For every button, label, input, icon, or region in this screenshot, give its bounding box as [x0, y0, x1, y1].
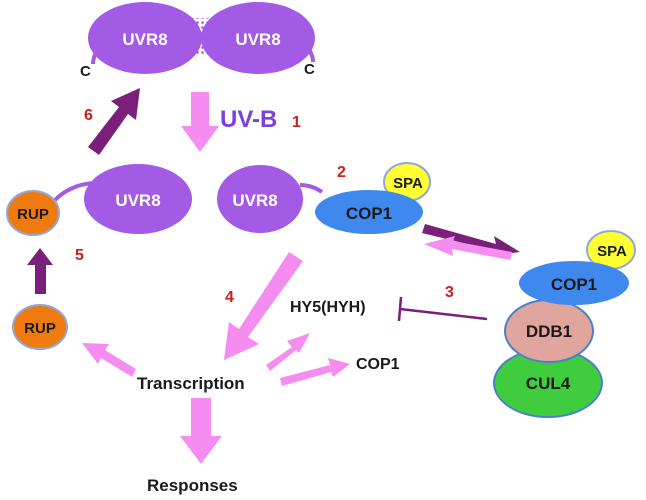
step-5: 5 [75, 247, 84, 264]
cul4-label: CUL4 [526, 374, 571, 393]
step-6-arrow [88, 88, 140, 155]
to-responses-arrow [180, 398, 222, 464]
rup-bottom-label: RUP [24, 320, 56, 337]
step-6: 6 [84, 107, 93, 124]
to-hy5-arrow [266, 333, 310, 371]
to-rup-arrow [82, 343, 136, 377]
step-5-arrow [27, 248, 53, 294]
uvr8-cop1-complex: UVR8 COP1 SPA [217, 162, 431, 234]
cul4-ddb1-cop1-spa-complex: CUL4 DDB1 COP1 SPA [493, 230, 636, 418]
cop1-product-label: COP1 [356, 356, 400, 373]
monomer-left-uvr8-label: UVR8 [115, 191, 160, 210]
rup-bottom [12, 304, 68, 350]
step-4-arrow [224, 252, 303, 360]
to-cop1-arrow [280, 358, 350, 386]
uvr8-dimer: UVR8 UVR8 C C [80, 2, 315, 80]
rup-link [53, 181, 94, 202]
c-terminus-right: C [304, 61, 315, 78]
cop1-top [315, 190, 423, 234]
uvb-arrow [181, 92, 219, 152]
step-4: 4 [225, 289, 234, 306]
cop1-complex [519, 261, 629, 305]
dimer-left-label: UVR8 [122, 30, 167, 49]
rup-top [6, 190, 60, 236]
dimer-right-uvr8 [201, 2, 315, 74]
cop1-complex-label: COP1 [551, 275, 597, 294]
dimer-left-uvr8 [88, 2, 202, 74]
rup-top-label: RUP [17, 206, 49, 223]
c-terminus-left: C [80, 63, 91, 80]
step-1: 1 [292, 114, 301, 131]
uvr8-rup-complex: UVR8 RUP [6, 164, 192, 236]
monomer-left-uvr8 [84, 164, 192, 234]
step-2: 2 [337, 164, 346, 181]
spa-complex-label: SPA [597, 243, 627, 260]
monomer-right-uvr8 [217, 165, 303, 233]
transcription-label: Transcription [137, 374, 245, 393]
forward-dark-arrow [422, 224, 520, 256]
monomer-right-uvr8-label: UVR8 [232, 191, 277, 210]
inhibition-line [397, 296, 488, 322]
reverse-pink-arrow [424, 236, 512, 260]
spa-top-label: SPA [393, 175, 423, 192]
cop1-link [299, 183, 324, 194]
hy5-label: HY5(HYH) [290, 299, 366, 316]
responses-label: Responses [147, 476, 238, 495]
dimer-right-label: UVR8 [235, 30, 280, 49]
uvb-label: UV-B [220, 106, 277, 133]
step-3: 3 [445, 284, 454, 301]
ddb1-label: DDB1 [526, 322, 572, 341]
cop1-top-label: COP1 [346, 204, 392, 223]
